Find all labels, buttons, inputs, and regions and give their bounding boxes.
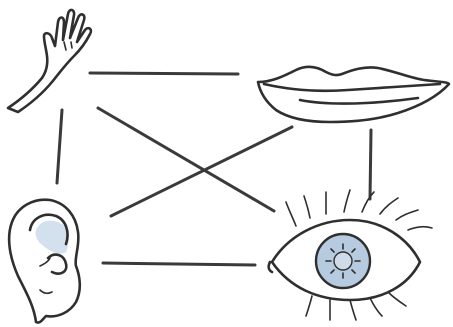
- lips-icon: [258, 67, 449, 122]
- connector-hand-ear: [57, 110, 62, 183]
- ear-icon: [9, 200, 80, 323]
- connector-lips-ear: [111, 127, 292, 216]
- connector-ear-eye: [103, 263, 255, 265]
- connector-hand-eye: [98, 108, 274, 211]
- hand-icon: [8, 10, 91, 112]
- eye-icon: [269, 190, 432, 320]
- connector-lips-eye: [370, 130, 371, 199]
- connector-hand-lips: [90, 73, 238, 74]
